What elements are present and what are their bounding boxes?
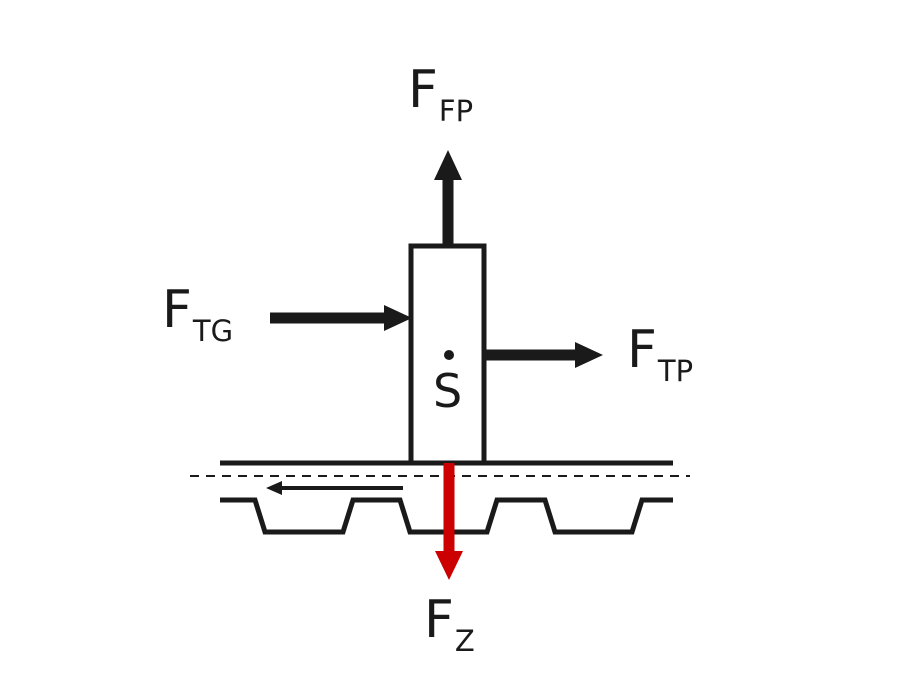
label-f-fp: FFP [408, 64, 473, 126]
label-f-tp: FTP [627, 324, 693, 386]
force-fp-arrow-head [434, 150, 462, 180]
center-of-mass-label: S [433, 364, 463, 418]
label-f-fp-sub: FP [438, 94, 474, 128]
label-f-tp-main: F [627, 320, 657, 380]
belt-motion-arrow-head [266, 481, 282, 495]
force-z-arrow-head [435, 551, 463, 580]
label-f-tg-sub: TG [192, 314, 234, 348]
center-of-mass-dot [444, 350, 454, 360]
label-f-z-main: F [424, 590, 454, 650]
label-f-tg-main: F [162, 280, 192, 340]
label-f-tg: FTG [162, 284, 233, 346]
force-tg-arrow-head [384, 305, 412, 331]
label-f-z: FZ [424, 594, 475, 656]
label-f-z-sub: Z [454, 624, 475, 658]
label-f-tp-sub: TP [657, 354, 694, 388]
label-f-fp-main: F [408, 60, 438, 120]
force-tp-arrow-head [575, 342, 603, 368]
